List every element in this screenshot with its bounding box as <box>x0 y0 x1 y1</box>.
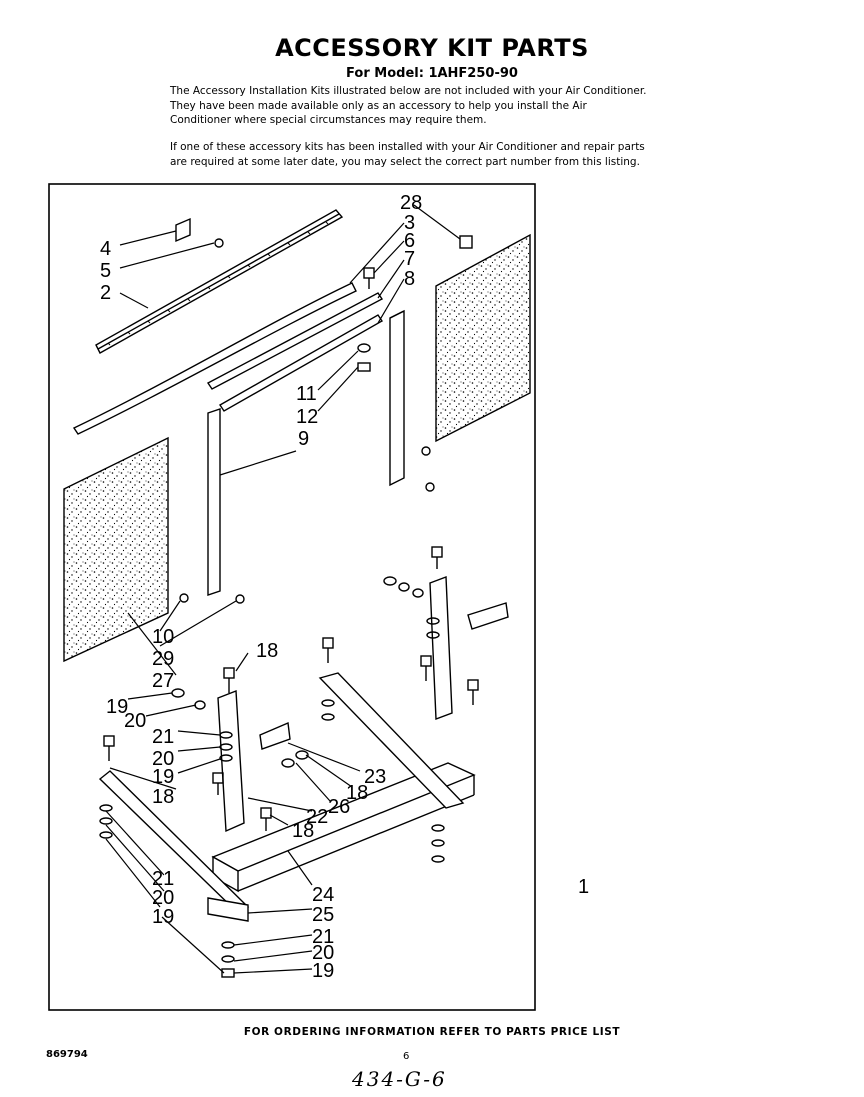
nut-28 <box>459 235 473 249</box>
model-subtitle: For Model: 1AHF250-90 <box>346 66 518 81</box>
callout: 11 <box>296 383 317 405</box>
callout: 4 <box>100 238 111 260</box>
callout: 18 <box>152 786 174 808</box>
upright-right-base <box>429 576 453 720</box>
callout: 20 <box>152 887 174 909</box>
callout: 20 <box>152 748 174 770</box>
intro-paragraph-1: The Accessory Installation Kits illustra… <box>170 85 647 126</box>
document-number: 869794 <box>46 1049 88 1060</box>
upright-9 <box>207 408 221 596</box>
callout: 3 <box>404 212 415 234</box>
page-number: 6 <box>403 1051 410 1062</box>
callout: 19 <box>312 960 334 982</box>
callout: 9 <box>298 428 309 450</box>
callout: 7 <box>404 248 415 270</box>
callout: 21 <box>152 868 174 890</box>
callout: 18 <box>292 820 314 842</box>
callout: 28 <box>400 192 422 214</box>
callout: 5 <box>100 260 111 282</box>
callout: 8 <box>404 268 415 290</box>
callout: 18 <box>256 640 278 662</box>
callout: 10 <box>152 626 174 648</box>
upright-left-base <box>217 689 245 833</box>
upright-right <box>389 309 405 487</box>
ordering-note: FOR ORDERING INFORMATION REFER TO PARTS … <box>243 1026 621 1038</box>
filter-panel-right <box>435 233 531 443</box>
exploded-parts-diagram: 28 3 4 6 5 7 8 2 11 12 9 10 29 27 18 19 … <box>48 183 579 1011</box>
filter-panel-left <box>63 436 169 663</box>
callout: 25 <box>312 904 334 926</box>
callout: 29 <box>152 648 174 670</box>
callout: 21 <box>152 726 174 748</box>
callout: 12 <box>296 406 318 428</box>
callout: 21 <box>312 926 334 948</box>
intro-paragraph-2: If one of these accessory kits has been … <box>170 141 645 168</box>
callout: 20 <box>124 710 146 732</box>
callout: 1 <box>578 876 590 898</box>
bracket-23 <box>259 721 291 750</box>
callout: 18 <box>346 782 368 804</box>
callout: 19 <box>152 906 174 928</box>
callout: 19 <box>106 696 128 718</box>
callout: 19 <box>152 766 174 788</box>
callout: 27 <box>152 670 174 692</box>
callout: 23 <box>364 766 386 788</box>
handwritten-note: 434-G-6 <box>352 1067 447 1091</box>
callout: 2 <box>100 282 111 304</box>
callout: 20 <box>312 942 334 964</box>
callout: 24 <box>312 884 334 906</box>
strip-7 <box>206 292 384 390</box>
page-title: ACCESSORY KIT PARTS <box>275 34 589 62</box>
callout: 6 <box>404 230 415 252</box>
diagram-frame <box>48 183 536 1011</box>
curved-channel <box>72 282 357 435</box>
bracket-4 <box>175 217 191 243</box>
callout: 26 <box>328 796 350 818</box>
strip-8 <box>219 314 383 412</box>
base-side-bar-right <box>318 672 465 809</box>
callout: 22 <box>306 806 328 828</box>
